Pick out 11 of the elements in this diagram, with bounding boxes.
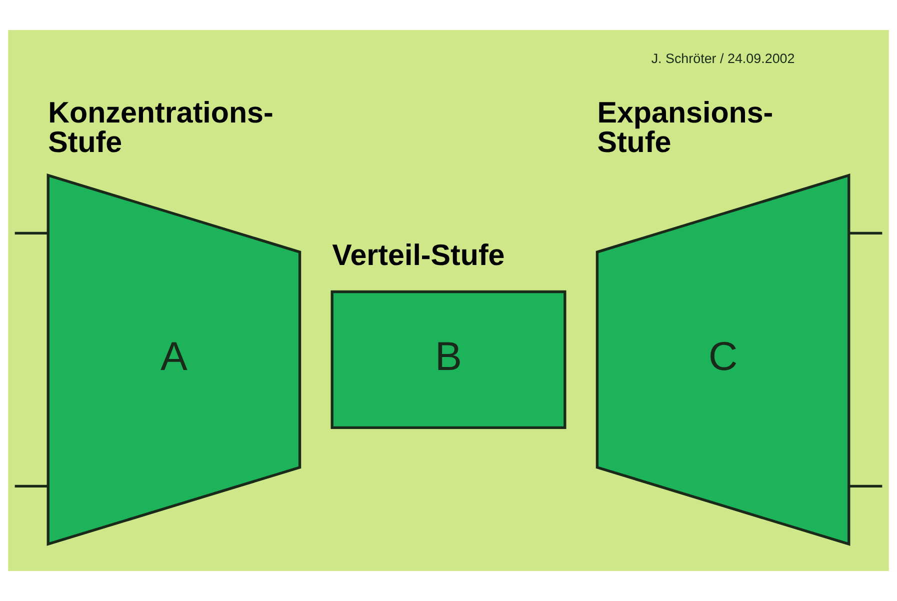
node-label: Verteil-Stufe (332, 238, 505, 272)
connector (14, 484, 48, 488)
connector (14, 232, 48, 235)
connector (850, 484, 882, 488)
node-label: Expansions- Stufe (597, 96, 774, 159)
node-box: C (596, 174, 850, 546)
node-box: A (46, 174, 302, 546)
node-label: Konzentrations- Stufe (48, 96, 274, 159)
connector (850, 232, 882, 235)
label: J. Schröter / 24.09.2002 (651, 50, 795, 66)
node-box: B (330, 290, 566, 430)
